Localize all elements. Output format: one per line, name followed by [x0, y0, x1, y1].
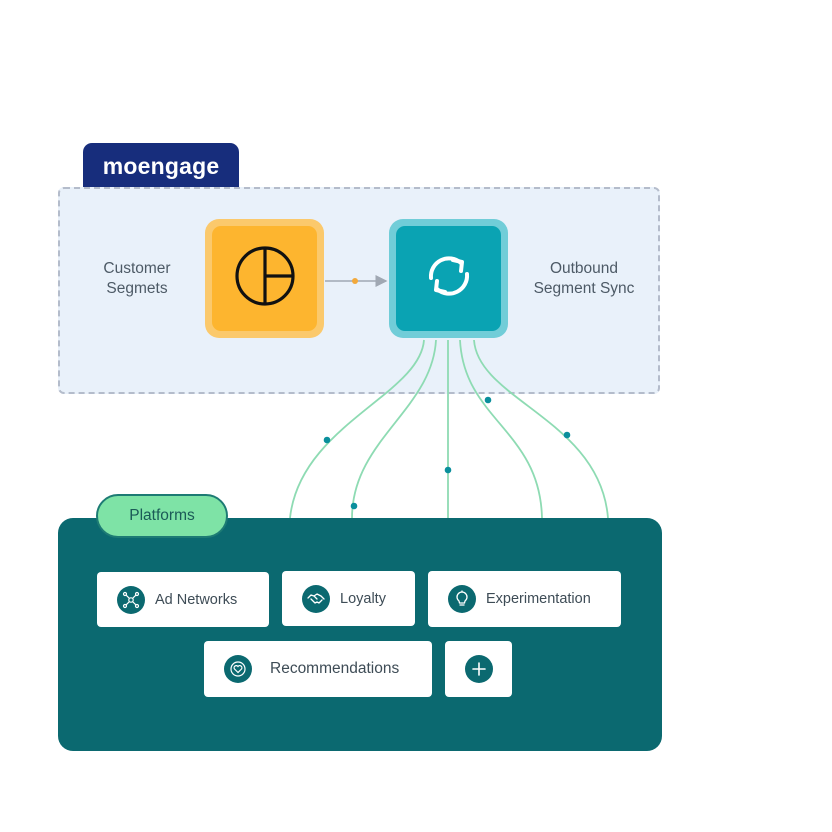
customer-segments-label: Customer Segmets — [88, 259, 186, 299]
sync-arrows-icon — [421, 248, 477, 309]
recommendations-card: Recommendations — [204, 641, 432, 697]
ad-networks-label: Ad Networks — [155, 591, 238, 608]
outbound-sync-label: Outbound Segment Sync — [522, 259, 646, 299]
segment-chart-icon — [234, 245, 296, 312]
curve-dot-1 — [323, 436, 331, 444]
recommendations-label: Recommendations — [270, 660, 400, 677]
outbound-sync-label-line-1: Outbound — [549, 260, 619, 277]
moengage-logo: moengage — [83, 143, 239, 189]
plus-icon — [464, 655, 493, 683]
curve-dot-2 — [350, 502, 358, 510]
experimentation-label: Experimentation — [486, 591, 591, 607]
curve-dot-5 — [563, 431, 571, 439]
logo-text: moengage — [102, 152, 220, 179]
add-platform-card — [445, 641, 512, 697]
experimentation-card: Experimentation — [428, 571, 621, 627]
outbound-sync-node-inner — [396, 226, 501, 331]
customer-segments-label-line-1: Customer — [103, 260, 171, 277]
platforms-panel — [58, 518, 662, 751]
platforms-tab-label: Platforms — [129, 507, 195, 524]
loyalty-card: Loyalty — [282, 571, 415, 626]
curve-dot-4 — [484, 396, 492, 404]
customer-segments-node-inner — [212, 226, 317, 331]
ad-networks-card: Ad Networks — [97, 572, 269, 627]
loyalty-label: Loyalty — [340, 590, 386, 607]
customer-segments-label-line-2: Segmets — [106, 280, 168, 297]
handshake-icon — [302, 584, 330, 613]
outbound-sync-node — [389, 219, 508, 338]
platforms-tab: Platforms — [96, 494, 228, 538]
network-icon — [117, 585, 145, 614]
customer-segments-node — [205, 219, 324, 338]
outbound-sync-label-line-2: Segment Sync — [533, 280, 635, 297]
lightbulb-icon — [448, 585, 476, 613]
heart-icon — [224, 655, 252, 683]
curve-dot-3 — [444, 466, 452, 474]
